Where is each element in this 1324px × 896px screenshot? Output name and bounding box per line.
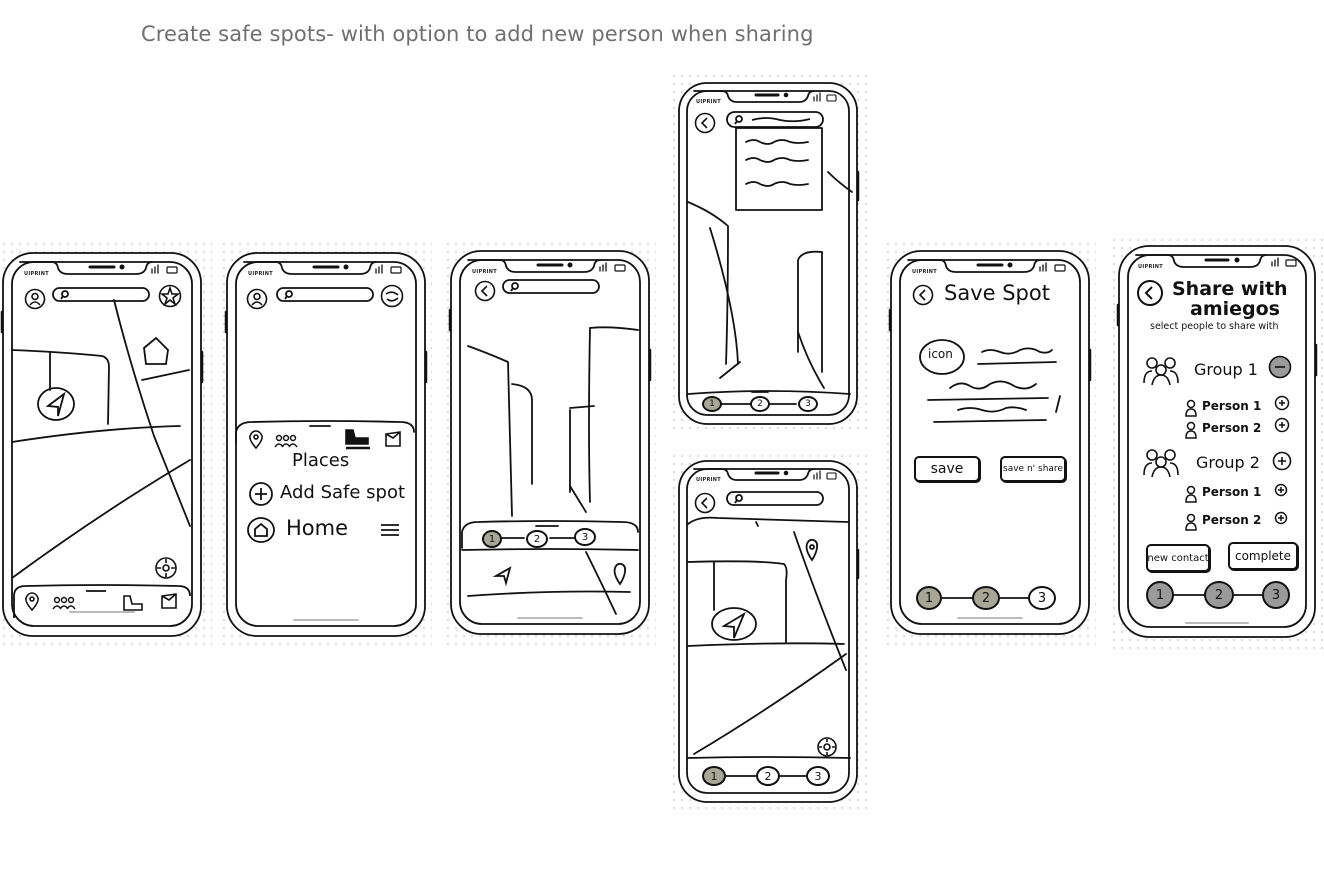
phone-map-home: UIPRINT	[0, 252, 204, 638]
step-2[interactable]: 2	[972, 586, 1000, 610]
search-bar[interactable]	[726, 110, 824, 130]
sheet-title: Places	[292, 450, 350, 471]
step-3[interactable]: 3	[1262, 581, 1290, 609]
group-icon	[1143, 357, 1179, 386]
navigation-icon[interactable]	[36, 386, 76, 422]
step-1[interactable]: 1	[482, 530, 502, 548]
phone-share-with: UIPRINT Share with amiegos select people…	[1116, 245, 1318, 639]
search-bar[interactable]	[52, 286, 150, 304]
locate-me-icon[interactable]	[816, 736, 838, 758]
phone-save-spot: UIPRINT Save Spot icon save save n' shar…	[888, 250, 1092, 636]
search-bar[interactable]	[502, 278, 600, 296]
home-label[interactable]: Home	[286, 516, 349, 540]
bottom-nav	[13, 584, 191, 618]
location-pin-icon[interactable]	[804, 538, 820, 562]
account-icon[interactable]	[24, 288, 46, 310]
step-2[interactable]: 2	[750, 396, 770, 412]
person-icon	[1185, 513, 1197, 531]
location-pin-icon[interactable]	[612, 562, 628, 586]
phone-map-locate: UIPRINT 1 2 3	[678, 460, 860, 804]
home-map-marker-icon[interactable]	[140, 334, 172, 366]
menu-icon[interactable]	[380, 522, 400, 538]
home-icon[interactable]	[246, 516, 276, 544]
step-2[interactable]: 2	[526, 530, 548, 548]
person-icon	[1185, 485, 1197, 503]
step-3[interactable]: 3	[798, 396, 818, 412]
spot-icon-placeholder[interactable]	[918, 338, 966, 376]
save-button[interactable]: save	[914, 456, 980, 482]
person-name: Person 1	[1202, 485, 1262, 499]
brand-label: UIPRINT	[24, 271, 49, 277]
group-icon	[1143, 449, 1179, 478]
brand-label: UIPRINT	[1138, 264, 1163, 270]
friends-icon[interactable]	[52, 596, 76, 610]
navigation-icon[interactable]	[492, 566, 514, 587]
friends-icon[interactable]	[274, 434, 298, 448]
step-1[interactable]: 1	[702, 766, 726, 786]
explore-icon[interactable]	[158, 284, 182, 308]
phone-search-results: UIPRINT 1 2 3	[678, 82, 860, 426]
icon-label: icon	[928, 347, 953, 361]
back-icon[interactable]	[912, 284, 934, 306]
add-person-icon[interactable]	[1274, 511, 1288, 525]
save-and-share-button[interactable]: save n' share	[1000, 456, 1066, 482]
brand-label: UIPRINT	[696, 99, 721, 105]
person-name: Person 1	[1202, 399, 1262, 413]
location-pin-icon[interactable]	[248, 430, 264, 450]
person-name: Person 2	[1202, 513, 1262, 527]
screen-subtitle: select people to share with	[1150, 321, 1279, 332]
add-safe-spot-label[interactable]: Add Safe spot	[280, 482, 406, 503]
page-caption: Create safe spots- with option to add ne…	[141, 22, 814, 46]
step-3[interactable]: 3	[1028, 586, 1056, 610]
account-icon[interactable]	[246, 288, 268, 310]
person-name: Person 2	[1202, 421, 1262, 435]
group-added-icon[interactable]	[1268, 355, 1292, 379]
add-person-icon[interactable]	[1274, 417, 1290, 433]
explore-icon[interactable]	[380, 284, 404, 308]
step-1[interactable]: 1	[1146, 581, 1174, 609]
brand-label: UIPRINT	[472, 269, 497, 275]
screen-title-line1: Share with	[1172, 278, 1288, 300]
brand-label: UIPRINT	[696, 477, 721, 483]
person-icon	[1185, 421, 1197, 439]
step-2[interactable]: 2	[1204, 581, 1234, 609]
new-contact-button[interactable]: new contact	[1146, 544, 1210, 572]
step-connector	[726, 775, 806, 777]
person-icon	[1185, 399, 1197, 417]
screen-title-line2: amiegos	[1190, 298, 1280, 320]
step-3[interactable]: 3	[806, 766, 830, 786]
inbox-icon[interactable]	[160, 592, 178, 610]
brand-label: UIPRINT	[912, 269, 937, 275]
add-icon[interactable]	[248, 482, 274, 506]
add-person-icon[interactable]	[1274, 395, 1290, 411]
group-name: Group 2	[1196, 453, 1260, 472]
complete-button[interactable]: complete	[1228, 542, 1298, 570]
locate-me-icon[interactable]	[154, 556, 178, 580]
add-group-icon[interactable]	[1272, 451, 1292, 471]
step-2[interactable]: 2	[756, 766, 780, 786]
add-person-icon[interactable]	[1274, 483, 1288, 497]
brand-label: UIPRINT	[248, 271, 273, 277]
back-icon[interactable]	[694, 112, 716, 134]
location-pin-icon[interactable]	[24, 592, 40, 612]
step-3[interactable]: 3	[574, 528, 596, 546]
places-icon-active[interactable]	[344, 428, 372, 450]
step-1[interactable]: 1	[916, 586, 942, 610]
screen-title: Save Spot	[944, 281, 1050, 305]
step-1[interactable]: 1	[702, 396, 722, 412]
group-name: Group 1	[1194, 360, 1258, 379]
phone-map-steps: UIPRINT 1 2 3	[448, 250, 652, 636]
places-icon[interactable]	[122, 594, 144, 612]
back-icon[interactable]	[474, 280, 496, 302]
search-bar[interactable]	[276, 286, 374, 304]
back-icon[interactable]	[1136, 279, 1164, 307]
search-bar[interactable]	[726, 490, 824, 508]
phone-places: UIPRINT Places Add Safe spot Home	[224, 252, 428, 638]
inbox-icon[interactable]	[384, 430, 402, 448]
back-icon[interactable]	[694, 492, 716, 514]
navigation-icon[interactable]	[710, 606, 758, 642]
